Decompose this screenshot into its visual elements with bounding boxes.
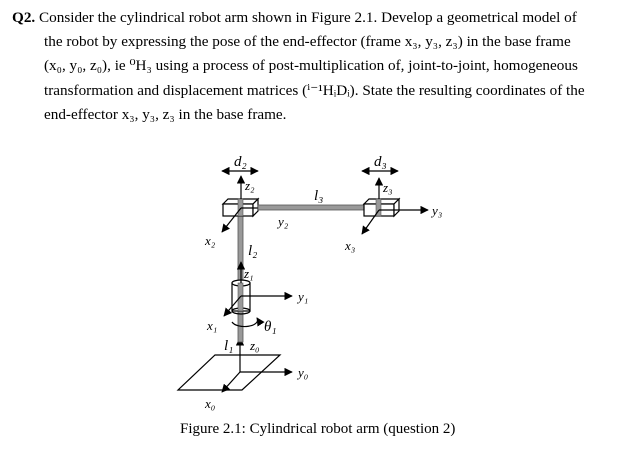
label-l2: l₂ [248, 243, 257, 259]
label-y0: y₀ [296, 365, 308, 380]
label-x1: x₁ [206, 318, 217, 333]
x2-axis [221, 207, 242, 233]
label-x2: x₂ [204, 233, 216, 248]
base-plane [176, 354, 282, 391]
theta1-rotation-arc [231, 317, 265, 328]
question-line-1: Consider the cylindrical robot arm shown… [39, 9, 577, 26]
robot-arm-figure: d₂ d₃ z₂ z₃ l₃ y₃ y₂ x₂ x₃ l₂ z₁ y₁ x₁ θ… [176, 154, 442, 411]
joint-1-cylinder [231, 279, 251, 315]
figure-caption: Figure 2.1: Cylindrical robot arm (quest… [180, 421, 456, 437]
x1-axis [223, 295, 242, 317]
label-z1: z₁ [243, 266, 254, 281]
label-y1: y₁ [296, 289, 308, 304]
label-z0: z₀ [249, 338, 260, 353]
question-line-3: (x₀, y₀, z₀), ie ⁰H₃ using a process of … [44, 57, 578, 75]
question-line-5: end-effector x₃, y₃, z₃ in the base fram… [44, 105, 287, 123]
label-l3: l₃ [314, 188, 323, 204]
label-d2: d₂ [234, 154, 247, 170]
label-l1: l₁ [224, 338, 233, 354]
label-z2: z₂ [244, 178, 255, 193]
question-line-2: the robot by expressing the pose of the … [44, 33, 571, 51]
label-d3: d₃ [374, 154, 387, 170]
label-y3: y₃ [430, 203, 442, 218]
joint-2-slider [221, 197, 260, 218]
question-text: Q2. Consider the cylindrical robot arm s… [12, 6, 624, 127]
question-line-4: transformation and displacement matrices… [44, 81, 585, 99]
label-theta1: θ₁ [264, 319, 277, 335]
x3-axis [361, 209, 380, 235]
question-number: Q2. [12, 9, 36, 26]
label-x3: x₃ [344, 238, 355, 253]
label-x0: x₀ [204, 396, 215, 411]
horizontal-link [257, 204, 383, 211]
x0-axis [221, 371, 241, 393]
label-z3: z₃ [382, 180, 393, 195]
label-y2: y₂ [276, 214, 289, 229]
joint-3-slider [362, 197, 401, 218]
